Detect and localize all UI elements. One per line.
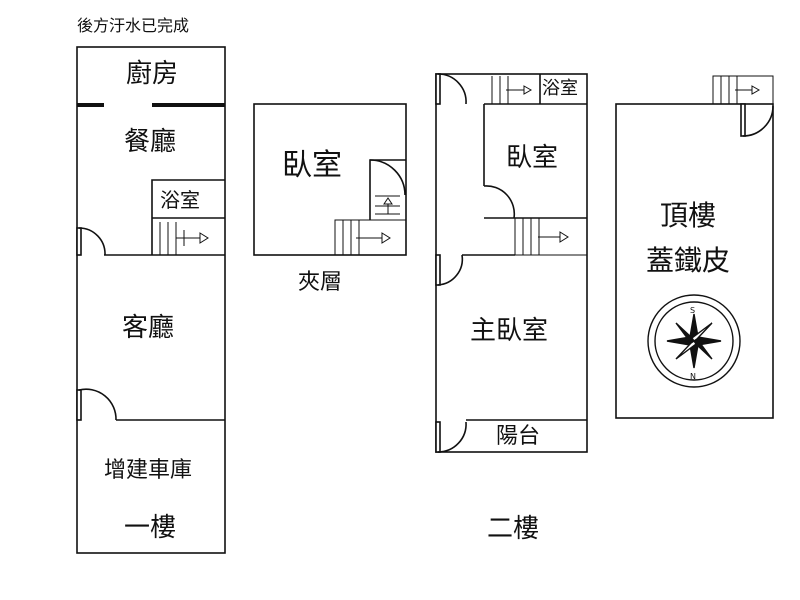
floor1-plan bbox=[76, 46, 226, 554]
door-swing-icon bbox=[76, 227, 106, 256]
stair-arrow-icon bbox=[538, 231, 569, 243]
floor2-mid-stairs bbox=[514, 217, 588, 256]
floor2-label: 二樓 bbox=[487, 514, 540, 544]
master-bedroom-label: 主臥室 bbox=[470, 316, 549, 346]
compass-icon bbox=[647, 294, 741, 388]
floor2-outer-wall bbox=[435, 73, 588, 453]
compass-south-label: S bbox=[690, 306, 696, 315]
living-room-label: 客廳 bbox=[122, 313, 175, 343]
stair-arrow-icon bbox=[356, 197, 393, 244]
roof-outer-wall bbox=[615, 103, 774, 419]
door-swing-icon bbox=[369, 159, 406, 196]
floor1-stairs bbox=[159, 222, 177, 255]
door-swing-icon bbox=[435, 73, 467, 105]
balcony-label: 陽台 bbox=[496, 424, 541, 449]
stair-arrow-icon bbox=[506, 85, 533, 95]
roof-label: 頂樓 bbox=[660, 199, 717, 232]
floor2-bedroom-label: 臥室 bbox=[506, 143, 559, 173]
door-swing-icon bbox=[740, 103, 774, 137]
door-swing-icon bbox=[483, 185, 516, 219]
compass-north-label: N bbox=[690, 372, 696, 381]
kitchen-label: 廚房 bbox=[126, 59, 179, 89]
stair-arrow-icon bbox=[735, 85, 761, 95]
door-swing-icon bbox=[435, 421, 467, 453]
stair-arrow-icon bbox=[176, 230, 209, 246]
door-swing-icon bbox=[435, 254, 464, 286]
floor1-outer-wall bbox=[76, 46, 226, 554]
floor1-bathroom-wall bbox=[151, 179, 225, 255]
mezzanine-label: 夾層 bbox=[298, 270, 343, 295]
garage-label: 增建車庫 bbox=[104, 458, 193, 483]
floor2-plan bbox=[435, 73, 588, 453]
iron-roof-label: 蓋鐵皮 bbox=[646, 244, 731, 277]
floor1-label: 一樓 bbox=[124, 513, 177, 543]
roof-plan bbox=[615, 75, 774, 419]
door-swing-icon bbox=[76, 388, 117, 421]
floor2-bathroom-label: 浴室 bbox=[542, 78, 578, 99]
dining-room-label: 餐廳 bbox=[124, 127, 177, 157]
mezzanine-bedroom-label: 臥室 bbox=[282, 148, 342, 183]
floor2-top-stairs bbox=[491, 76, 509, 104]
drainage-note: 後方汙水已完成 bbox=[77, 16, 190, 35]
mezzanine-outer-wall bbox=[253, 103, 407, 256]
mezzanine-plan bbox=[253, 103, 407, 256]
floor1-bathroom-label: 浴室 bbox=[160, 188, 200, 212]
